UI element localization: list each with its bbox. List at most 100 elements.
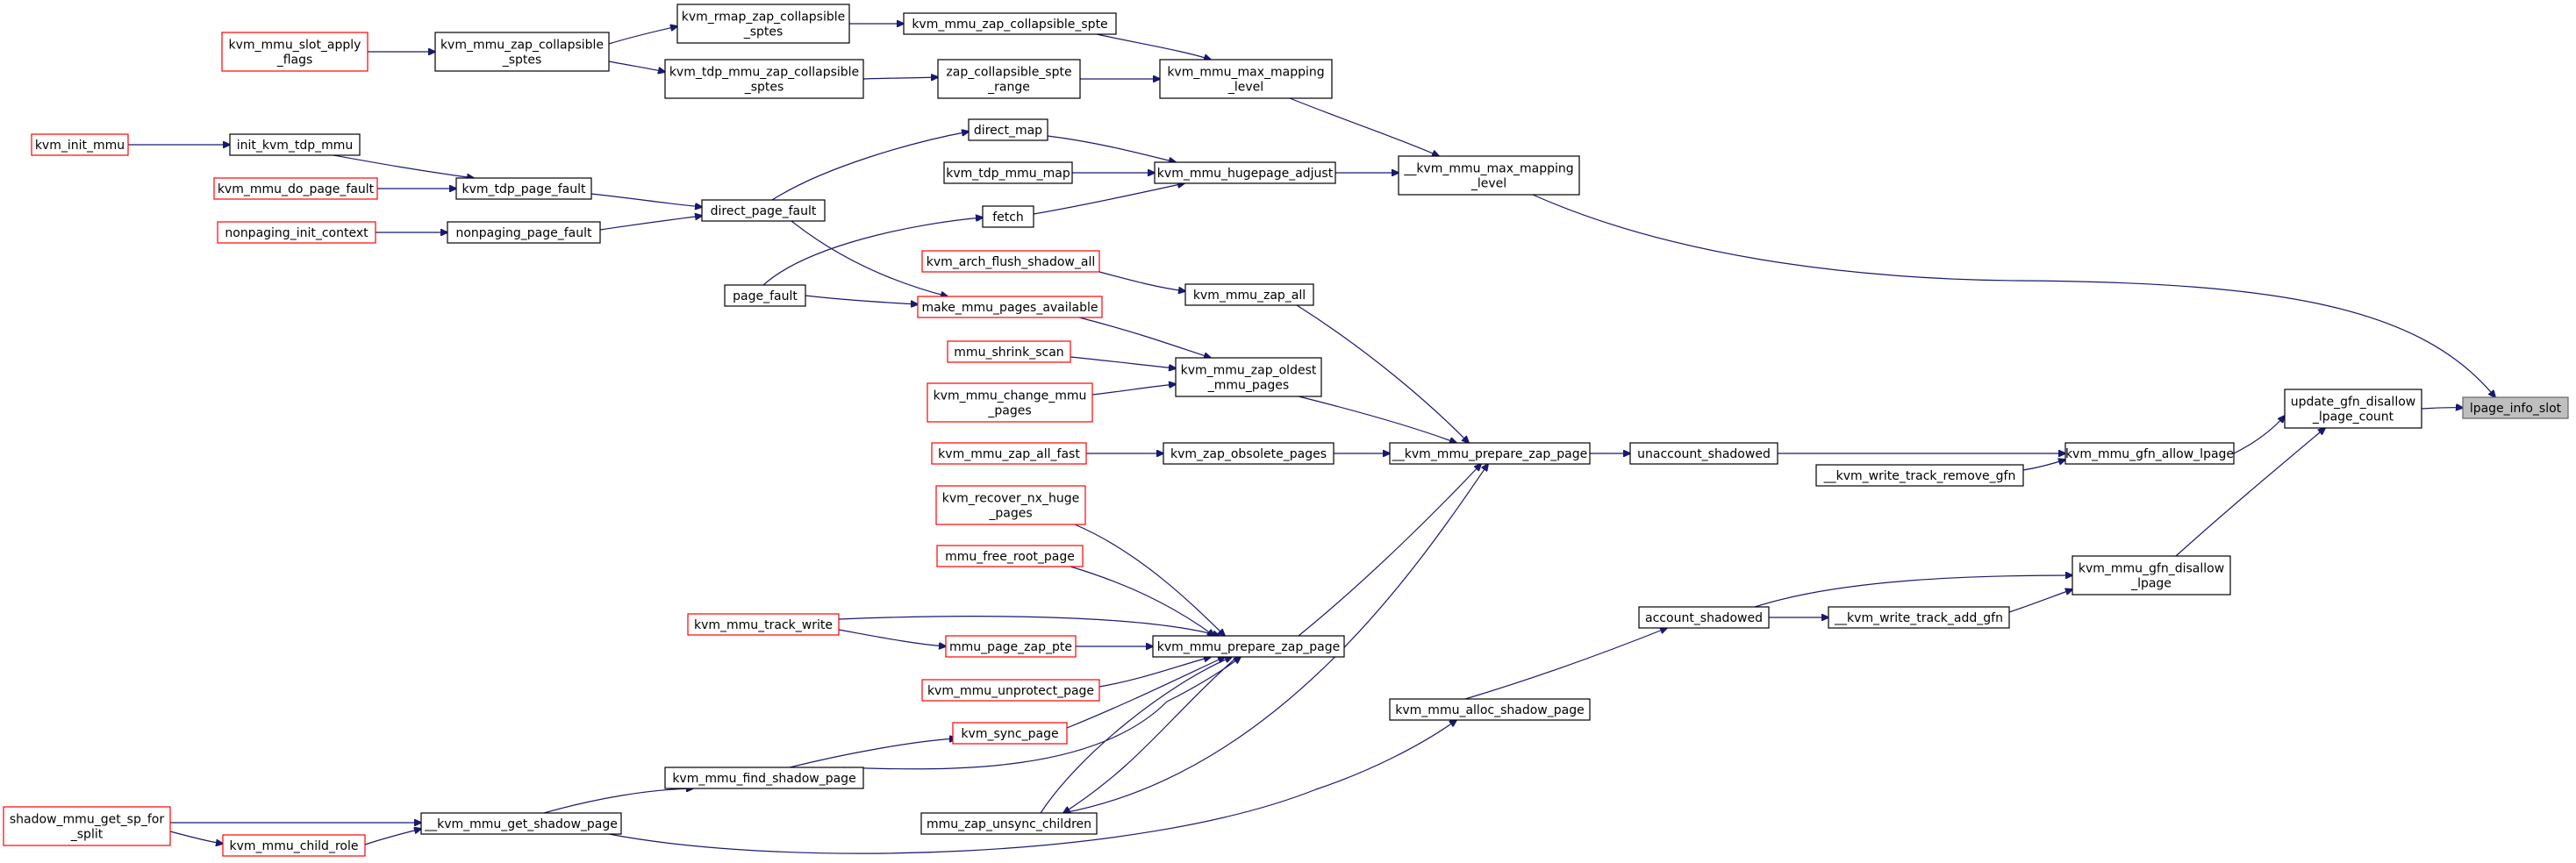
node-unaccount-shadowed[interactable]: unaccount_shadowed	[1629, 442, 1778, 465]
edge-kvm-tdp-mmu-zap-collapsible-sptes-to-zap-collapsible-spte-range	[862, 77, 938, 79]
node-kvm-mmu-track-write[interactable]: kvm_mmu_track_write	[687, 613, 840, 636]
node-shadow-mmu-get-sp-for-split[interactable]: shadow_mmu_get_sp_for_split	[3, 806, 171, 846]
node-mmu-page-zap-pte[interactable]: mmu_page_zap_pte	[945, 635, 1077, 658]
node-kvm-recover-nx-huge-pages[interactable]: kvm_recover_nx_huge_pages	[935, 485, 1086, 525]
node-label: init_kvm_tdp_mmu	[237, 139, 354, 153]
node-mmu-shrink-scan[interactable]: mmu_shrink_scan	[947, 340, 1071, 363]
node-label: __kvm_mmu_max_mapping	[1403, 162, 1573, 176]
node-label: __kvm_write_track_add_gfn	[1834, 611, 2003, 625]
node-label: kvm_tdp_mmu_zap_collapsible	[669, 66, 859, 80]
node-label: kvm_mmu_gfn_allow_lpage	[2065, 447, 2234, 461]
node-nonpaging-page-fault[interactable]: nonpaging_page_fault	[447, 221, 601, 244]
node-label: _sptes	[744, 81, 784, 95]
node-box	[31, 133, 129, 156]
node-box	[937, 59, 1081, 99]
node-label: make_mmu_pages_available	[921, 301, 1098, 315]
node-kvm-mmu-max-mapping-level[interactable]: kvm_mmu_max_mapping_level	[1159, 59, 1333, 99]
edge-kvm-tdp-page-fault-to-direct-page-fault	[590, 193, 702, 207]
node-kvm-tdp-mmu-map[interactable]: kvm_tdp_mmu_map	[943, 161, 1073, 184]
node-page-fault[interactable]: page_fault	[724, 284, 806, 307]
node-kvm-mmu-do-page-fault[interactable]: kvm_mmu_do_page_fault	[213, 177, 378, 200]
edge-mmu-free-root-page-to-kvm-mmu-prepare-zap-page	[1070, 566, 1214, 636]
edge-kvm-mmu-prepare-zap-page-to-kvm-mmu-prepare-zap-page	[1298, 464, 1481, 637]
node-kvm-mmu-zap-collapsible-sptes[interactable]: kvm_mmu_zap_collapsible_sptes	[434, 32, 610, 72]
node-update-gfn-disallow-lpage-count[interactable]: update_gfn_disallow_lpage_count	[2284, 389, 2422, 429]
node-account-shadowed[interactable]: account_shadowed	[1638, 606, 1770, 629]
node-kvm-mmu-gfn-allow-lpage[interactable]: kvm_mmu_gfn_allow_lpage	[2064, 442, 2235, 465]
node-kvm-mmu-prepare-zap-page[interactable]: __kvm_mmu_prepare_zap_page	[1389, 442, 1591, 465]
edge-page-fault-to-fetch	[762, 218, 983, 286]
node-kvm-mmu-prepare-zap-page[interactable]: kvm_mmu_prepare_zap_page	[1152, 635, 1345, 658]
node-kvm-rmap-zap-collapsible-sptes[interactable]: kvm_rmap_zap_collapsible_sptes	[676, 4, 850, 44]
node-label: kvm_mmu_zap_collapsible_spte	[912, 18, 1107, 32]
node-kvm-mmu-get-shadow-page[interactable]: __kvm_mmu_get_shadow_page	[420, 812, 622, 835]
node-box	[982, 205, 1034, 228]
edge-make-mmu-pages-available-to-kvm-mmu-zap-oldest-mmu-pages	[1078, 317, 1211, 358]
node-box	[931, 442, 1087, 465]
edge-kvm-mmu-zap-oldest-mmu-pages-to-kvm-mmu-prepare-zap-page	[1298, 396, 1456, 443]
node-box	[664, 767, 864, 789]
node-kvm-mmu-zap-all-fast[interactable]: kvm_mmu_zap_all_fast	[931, 442, 1087, 465]
node-kvm-write-track-remove-gfn[interactable]: __kvm_write_track_remove_gfn	[1815, 464, 2024, 487]
node-box	[943, 161, 1073, 184]
node-box	[1175, 357, 1322, 397]
edge-kvm-mmu-track-write-to-mmu-page-zap-pte	[838, 629, 946, 646]
node-direct-map[interactable]: direct_map	[968, 118, 1048, 141]
edges-layer	[128, 24, 2495, 854]
edge-kvm-mmu-track-write-to-kvm-mmu-prepare-zap-page	[838, 616, 1220, 636]
node-zap-collapsible-spte-range[interactable]: zap_collapsible_spte_range	[937, 59, 1081, 99]
node-kvm-mmu-zap-all[interactable]: kvm_mmu_zap_all	[1184, 283, 1314, 306]
node-kvm-write-track-add-gfn[interactable]: __kvm_write_track_add_gfn	[1828, 606, 2010, 629]
edge-kvm-mmu-zap-collapsible-sptes-to-kvm-tdp-mmu-zap-collapsible-sptes	[608, 61, 665, 72]
node-label: kvm_mmu_prepare_zap_page	[1157, 640, 1340, 654]
node-box	[229, 133, 361, 156]
node-label: mmu_zap_unsync_children	[927, 817, 1091, 831]
node-kvm-tdp-mmu-zap-collapsible-sptes[interactable]: kvm_tdp_mmu_zap_collapsible_sptes	[664, 59, 864, 99]
node-init-kvm-tdp-mmu[interactable]: init_kvm_tdp_mmu	[229, 133, 361, 156]
node-box	[1815, 464, 2024, 487]
node-label: kvm_rmap_zap_collapsible	[682, 11, 846, 25]
node-label: mmu_page_zap_pte	[949, 640, 1072, 654]
edge-kvm-mmu-find-shadow-page-to-kvm-mmu-prepare-zap-page	[841, 657, 1241, 770]
node-label: kvm_mmu_child_role	[230, 839, 359, 853]
edge-kvm-mmu-get-shadow-page-to-kvm-mmu-find-shadow-page	[543, 788, 693, 814]
node-kvm-sync-page[interactable]: kvm_sync_page	[952, 722, 1068, 745]
node-make-mmu-pages-available[interactable]: make_mmu_pages_available	[917, 296, 1103, 318]
node-label: kvm_tdp_mmu_map	[946, 167, 1070, 181]
node-label: kvm_init_mmu	[35, 139, 125, 153]
node-kvm-arch-flush-shadow-all[interactable]: kvm_arch_flush_shadow_all	[921, 250, 1100, 273]
node-kvm-mmu-max-mapping-level[interactable]: __kvm_mmu_max_mapping_level	[1398, 155, 1580, 196]
node-kvm-mmu-zap-collapsible-spte[interactable]: kvm_mmu_zap_collapsible_spte	[903, 12, 1117, 35]
node-nonpaging-init-context[interactable]: nonpaging_init_context	[217, 221, 376, 244]
node-kvm-mmu-child-role[interactable]: kvm_mmu_child_role	[222, 834, 366, 857]
node-fetch[interactable]: fetch	[982, 205, 1034, 228]
node-box	[1398, 155, 1580, 196]
edge-kvm-write-track-remove-gfn-to-kvm-mmu-gfn-allow-lpage	[2022, 460, 2065, 471]
node-label: mmu_shrink_scan	[954, 346, 1063, 360]
node-kvm-mmu-slot-apply-flags[interactable]: kvm_mmu_slot_apply_flags	[221, 32, 369, 72]
node-label: direct_page_fault	[711, 204, 817, 218]
node-direct-page-fault[interactable]: direct_page_fault	[701, 199, 826, 222]
node-kvm-zap-obsolete-pages[interactable]: kvm_zap_obsolete_pages	[1163, 442, 1335, 465]
node-mmu-free-root-page[interactable]: mmu_free_root_page	[936, 545, 1084, 567]
node-kvm-mmu-alloc-shadow-page[interactable]: kvm_mmu_alloc_shadow_page	[1389, 698, 1591, 721]
node-kvm-mmu-find-shadow-page[interactable]: kvm_mmu_find_shadow_page	[664, 767, 864, 789]
node-kvm-mmu-unprotect-page[interactable]: kvm_mmu_unprotect_page	[921, 679, 1100, 702]
node-kvm-mmu-change-mmu-pages[interactable]: kvm_mmu_change_mmu_pages	[927, 382, 1093, 423]
node-kvm-mmu-zap-oldest-mmu-pages[interactable]: kvm_mmu_zap_oldest_mmu_pages	[1175, 357, 1322, 397]
node-label: kvm_mmu_zap_collapsible	[440, 39, 604, 53]
node-box	[221, 32, 369, 72]
edge-kvm-mmu-zap-collapsible-sptes-to-kvm-rmap-zap-collapsible-sptes	[608, 26, 677, 45]
node-box	[434, 32, 610, 72]
edge-kvm-mmu-max-mapping-level-to-kvm-mmu-max-mapping-level	[1289, 97, 1439, 156]
node-kvm-mmu-gfn-disallow-lpage[interactable]: kvm_mmu_gfn_disallow_lpage	[2072, 555, 2231, 596]
node-box	[1629, 442, 1778, 465]
node-mmu-zap-unsync-children[interactable]: mmu_zap_unsync_children	[920, 812, 1098, 835]
node-label: unaccount_shadowed	[1637, 447, 1771, 461]
node-kvm-init-mmu[interactable]: kvm_init_mmu	[31, 133, 129, 156]
node-kvm-tdp-page-fault[interactable]: kvm_tdp_page_fault	[455, 177, 592, 200]
node-kvm-mmu-hugepage-adjust[interactable]: kvm_mmu_hugepage_adjust	[1154, 161, 1336, 184]
node-box	[420, 812, 622, 835]
edge-kvm-sync-page-to-kvm-mmu-prepare-zap-page	[1066, 657, 1225, 729]
